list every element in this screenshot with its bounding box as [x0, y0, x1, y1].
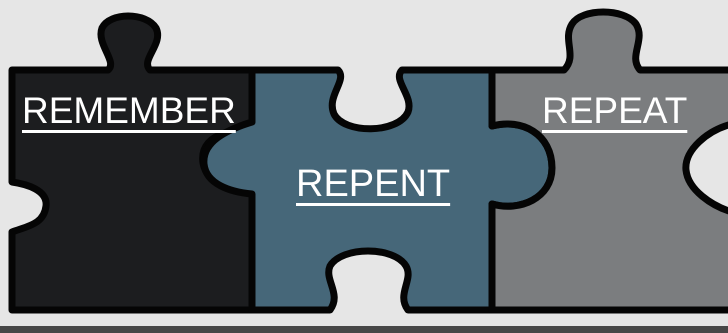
label-repent: REPENT: [296, 163, 451, 205]
label-remember: REMEMBER: [22, 90, 236, 131]
puzzle-piece-repeat: [488, 8, 728, 314]
bottom-border: [0, 326, 728, 333]
label-repeat: REPEAT: [542, 90, 688, 131]
